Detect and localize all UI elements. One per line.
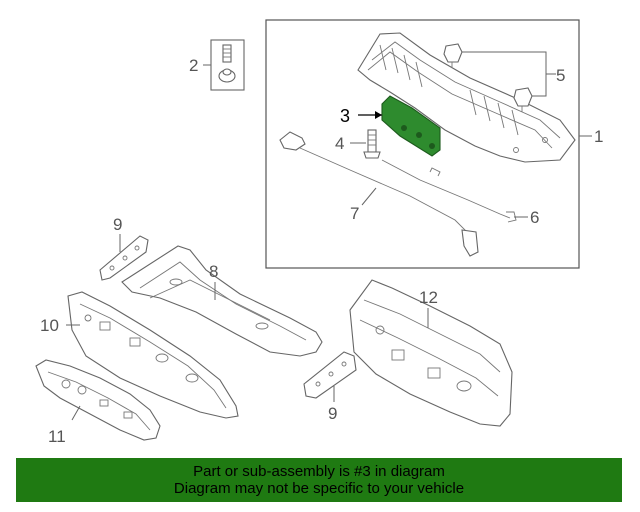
callout-4: 4 bbox=[335, 134, 344, 153]
part-5-clip-upper[interactable] bbox=[443, 43, 463, 68]
callout-10: 10 bbox=[40, 316, 59, 335]
part-1-cowl-panel[interactable] bbox=[357, 32, 576, 163]
leader-7 bbox=[361, 187, 377, 206]
part-9-bracket-upper[interactable] bbox=[99, 235, 149, 281]
parts-diagram: 2 1 5 3 bbox=[35, 19, 603, 446]
callout-12: 12 bbox=[419, 288, 438, 307]
leader-11 bbox=[71, 405, 81, 421]
part-2-fastener[interactable] bbox=[210, 39, 245, 91]
leader-5 bbox=[462, 51, 556, 97]
part-12-dash-panel[interactable] bbox=[349, 279, 513, 427]
callout-1: 1 bbox=[594, 127, 603, 146]
callout-3: 3 bbox=[340, 106, 350, 126]
part-8-cowl-crossmember[interactable] bbox=[121, 245, 323, 357]
part-6-rod[interactable] bbox=[381, 159, 517, 223]
part-9-bracket-lower[interactable] bbox=[303, 351, 357, 399]
part-3-bracket-highlighted[interactable] bbox=[381, 95, 441, 157]
leader-3-arrow bbox=[375, 111, 382, 119]
callout-9a: 9 bbox=[113, 215, 122, 234]
assembly-box bbox=[265, 19, 580, 269]
banner-line-1: Part or sub-assembly is #3 in diagram bbox=[193, 463, 445, 480]
part-10-dash-upper[interactable] bbox=[67, 291, 239, 419]
callout-8: 8 bbox=[209, 262, 218, 281]
part-5-clip-lower[interactable] bbox=[513, 87, 533, 112]
banner-line-2: Diagram may not be specific to your vehi… bbox=[173, 480, 465, 497]
part-7-weatherstrip[interactable] bbox=[279, 131, 479, 257]
callout-7: 7 bbox=[350, 204, 359, 223]
callout-5: 5 bbox=[556, 66, 565, 85]
callout-11: 11 bbox=[48, 427, 66, 446]
callout-9b: 9 bbox=[328, 404, 337, 423]
callout-2: 2 bbox=[189, 56, 198, 75]
part-4-bolt[interactable] bbox=[363, 129, 381, 159]
callout-6: 6 bbox=[530, 208, 539, 227]
part-11-dash-lower[interactable] bbox=[35, 359, 161, 441]
info-banner: Part or sub-assembly is #3 in diagram Di… bbox=[16, 458, 622, 502]
